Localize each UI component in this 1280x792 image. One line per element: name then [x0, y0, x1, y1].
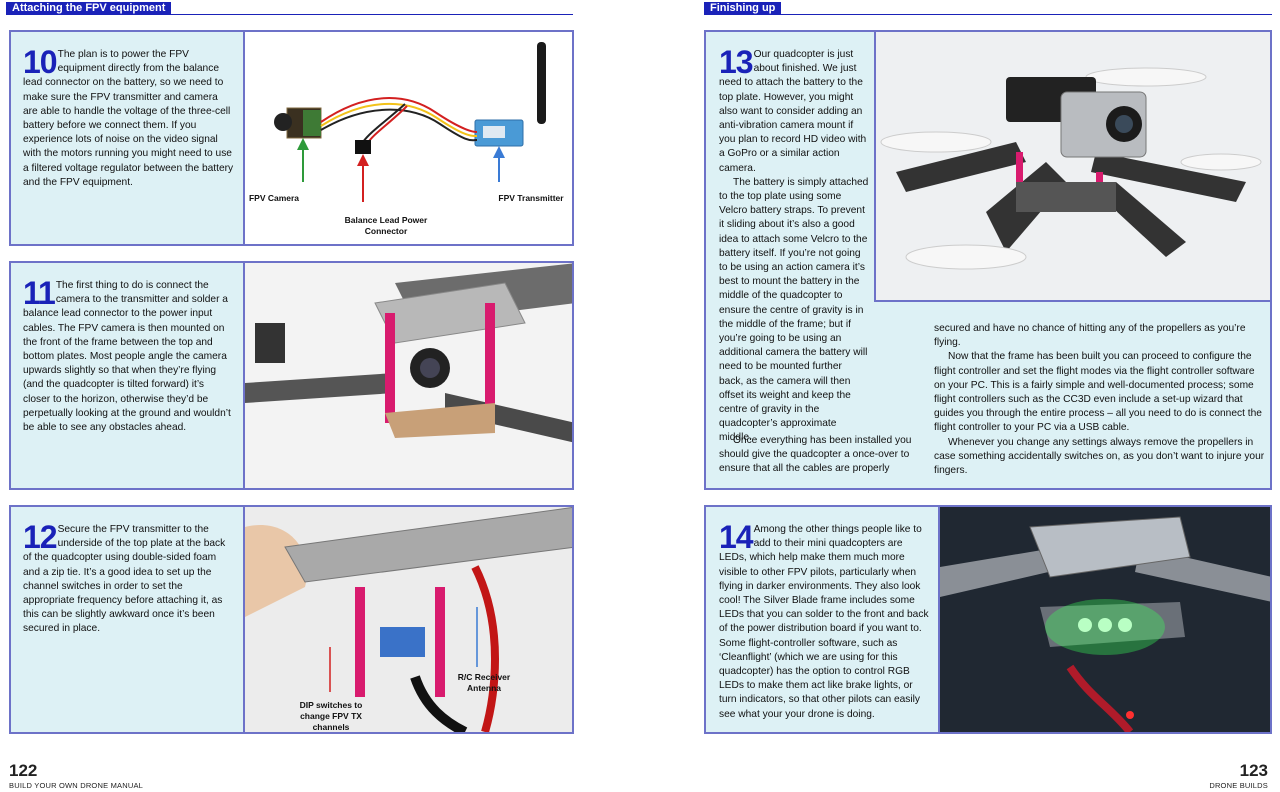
- step-10-panel: 10 The plan is to power the FPV equipmen…: [9, 30, 574, 246]
- step-13-p4: secured and have no chance of hitting an…: [934, 323, 1246, 349]
- step-11-photo: [243, 263, 572, 488]
- step-12-text: 12 Secure the FPV transmitter to the und…: [23, 519, 234, 637]
- label-rc-antenna: R/C Receiver Antenna: [457, 672, 511, 693]
- step-13-column-1-cont: Once everything has been installed you s…: [719, 434, 927, 477]
- left-section-title: Attaching the FPV equipment: [6, 2, 172, 15]
- step-13-p6: Whenever you change any settings always …: [934, 436, 1265, 477]
- label-dip-switches: DIP switches to change FPV TX channels: [299, 700, 363, 732]
- step-14-number: 14: [719, 519, 754, 555]
- right-page-footer: DRONE BUILDS: [1209, 781, 1268, 790]
- step-12-panel: 12 Secure the FPV transmitter to the und…: [9, 505, 574, 734]
- step-13-p5: Now that the frame has been built you ca…: [934, 351, 1262, 434]
- step-13-column-2: secured and have no chance of hitting an…: [934, 322, 1266, 478]
- left-header-rule: [6, 14, 573, 15]
- step-10-number: 10: [23, 44, 58, 80]
- step-12-photo: R/C Receiver Antenna DIP switches to cha…: [243, 507, 572, 732]
- right-header-rule: [704, 14, 1272, 15]
- label-fpv-camera: FPV Camera: [248, 193, 300, 203]
- transmitter-mount-photo: [245, 507, 572, 732]
- led-icon: [1098, 618, 1112, 632]
- led-icon: [1078, 618, 1092, 632]
- step-12-body: Secure the FPV transmitter to the unders…: [23, 524, 226, 635]
- step-13-p2: The battery is simply attached to the to…: [719, 176, 869, 444]
- right-section-title: Finishing up: [704, 2, 782, 15]
- step-14-panel: 14 Among the other things people like to…: [704, 505, 1272, 734]
- led-quadcopter-photo: [940, 507, 1270, 732]
- right-page-number: 123: [1239, 761, 1268, 780]
- step-12-number: 12: [23, 519, 58, 555]
- step-14-photo: [938, 507, 1270, 732]
- left-page-footer: BUILD YOUR OWN DRONE MANUAL: [9, 781, 144, 790]
- step-13-number: 13: [719, 44, 754, 80]
- step-11-number: 11: [23, 275, 56, 311]
- step-14-body: Among the other things people like to ad…: [719, 524, 929, 720]
- fpv-wiring-illustration: [274, 42, 546, 202]
- step-10-diagram: FPV Camera Balance Lead Power Connector …: [243, 32, 572, 244]
- step-13-column-1: 13 Our quadcopter is just about finished…: [719, 44, 869, 446]
- quadcopter-camera-photo: [245, 263, 572, 443]
- step-13-panel: 13 Our quadcopter is just about finished…: [704, 30, 1272, 490]
- camera-lens-icon: [274, 113, 292, 131]
- label-balance-lead: Balance Lead Power Connector: [344, 215, 428, 236]
- step-14-text: 14 Among the other things people like to…: [719, 519, 931, 722]
- left-page-number: 122: [9, 761, 38, 780]
- finished-quadcopter-photo: [880, 67, 1262, 270]
- step-10-text: 10 The plan is to power the FPV equipmen…: [23, 44, 234, 190]
- led-icon: [1118, 618, 1132, 632]
- antenna-icon: [537, 42, 546, 124]
- step-13-photo: [874, 32, 1270, 302]
- step-13-p3: Once everything has been installed you s…: [719, 435, 912, 475]
- step-13-p1: Our quadcopter is just about finished. W…: [719, 49, 867, 174]
- step-11-text: 11 The first thing to do is connect the …: [23, 275, 234, 435]
- connector-icon: [355, 140, 371, 154]
- label-fpv-transmitter: FPV Transmitter: [498, 193, 564, 203]
- step-13-p2-start: The battery is simply attached to the to…: [719, 176, 869, 446]
- step-11-body: The first thing to do is connect the cam…: [23, 280, 231, 434]
- step-10-body: The plan is to power the FPV equipment d…: [23, 49, 234, 188]
- step-11-panel: 11 The first thing to do is connect the …: [9, 261, 574, 490]
